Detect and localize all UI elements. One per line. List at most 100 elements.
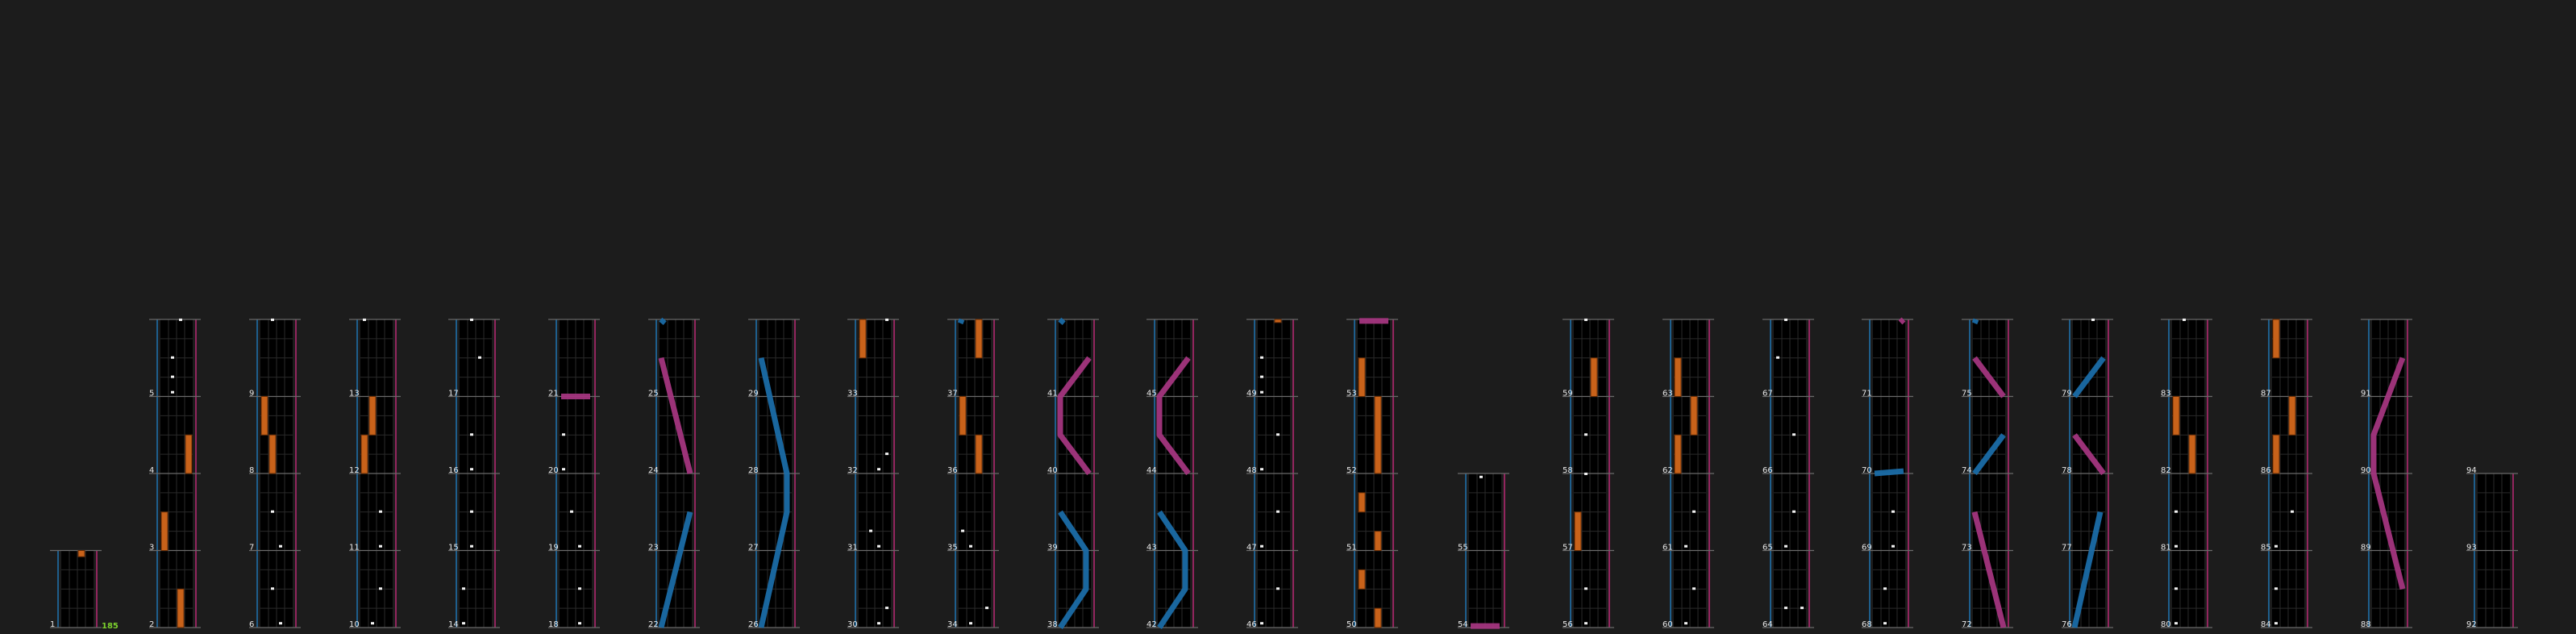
chip-note [1584,587,1588,590]
chip-note [1684,544,1688,548]
measure-number: 62 [1663,466,1673,475]
measure-number: 61 [1663,544,1673,553]
measure-number: 34 [947,620,958,629]
measure-number: 12 [349,466,360,475]
chip-note [1784,318,1787,321]
measure-number: 40 [1047,466,1058,475]
right-laser [1898,317,1906,325]
chip-note [470,468,473,471]
chip-note [1800,607,1804,610]
measure-number: 18 [548,620,559,629]
measure-number: 16 [448,466,459,475]
measure-number: 77 [2062,544,2072,553]
measure-number: 55 [1458,544,1468,553]
chip-note [1684,622,1688,625]
hold-note [1374,396,1382,474]
left-laser [1157,510,1188,629]
measure-number: 66 [1762,466,1773,475]
hold-note [160,511,169,551]
measure-number: 37 [947,390,958,398]
left-laser [2071,511,2104,628]
chip-note [1692,587,1696,590]
hold-note [185,434,193,474]
chip-note [1260,375,1263,378]
chip-note [885,318,888,321]
hold-note [1590,357,1598,397]
measure-number: 25 [648,390,659,398]
right-laser [1057,356,1092,476]
chip-note [869,529,872,532]
hold-note [2188,434,2196,474]
measure-number: 92 [2466,620,2477,629]
measure-number: 10 [349,620,360,629]
left-laser [2072,356,2106,398]
chip-note [1776,356,1779,359]
measure-number: 26 [748,620,759,629]
chip-note [1479,475,1483,478]
chip-note [1260,544,1263,548]
chip-note [2274,587,2278,590]
chip-note [171,375,174,378]
measure-number: 49 [1246,390,1257,398]
measure-number: 3 [149,544,154,553]
chip-note [1891,544,1895,548]
chip-note [171,356,174,359]
chip-note [969,622,972,625]
measure-number: 58 [1563,466,1573,475]
hold-note [1374,607,1382,628]
measure-number: 83 [2161,390,2171,398]
measure-number: 81 [2161,544,2171,553]
chip-note [1584,622,1588,625]
measure-number: 19 [548,544,559,553]
hold-note [1358,492,1366,513]
measure-number: 4 [149,466,154,475]
measure-number: 32 [847,466,858,475]
hold-note [2288,396,2296,436]
left-laser [1058,317,1066,326]
measure-number: 54 [1458,620,1468,629]
measure-number: 80 [2161,620,2171,629]
measure-number: 87 [2261,390,2271,398]
hold-note [77,550,85,557]
chip-note [470,544,473,548]
chip-note [470,510,473,513]
measure-number: 94 [2466,466,2477,475]
measure-number: 68 [1862,620,1872,629]
measure-number: 30 [847,620,858,629]
chip-note [1891,510,1895,513]
right-laser [2072,433,2106,476]
chip-note [885,453,888,456]
measure-number: 38 [1047,620,1058,629]
chip-note [1584,318,1588,321]
measure-number: 76 [2062,620,2072,629]
hold-note [1358,569,1366,590]
left-laser [1971,318,1979,325]
measure-number: 21 [548,390,559,398]
chip-note [1276,510,1280,513]
chip-note [279,544,282,548]
left-laser [758,357,790,628]
measure-number: 7 [249,544,254,553]
chip-note [877,468,880,471]
chip-note [271,587,274,590]
chip-note [2174,622,2178,625]
measure-number: 6 [249,620,254,629]
chip-note [2183,318,2186,321]
measure-number: 79 [2062,390,2072,398]
hold-note [1358,357,1366,397]
measure-number: 74 [1962,466,1972,475]
measure-number: 15 [448,544,459,553]
measure-number: 69 [1862,544,1872,553]
chip-note [2291,510,2294,513]
measure-number: 17 [448,390,459,398]
measure-number: 65 [1762,544,1773,553]
right-laser [1972,356,2006,398]
chip-note [470,433,473,436]
measure-number: 78 [2062,466,2072,475]
measure-number: 51 [1346,544,1357,553]
measure-number: 47 [1246,544,1257,553]
measure-number: 27 [748,544,759,553]
measure-number: 90 [2361,466,2371,475]
chip-note [1260,468,1263,471]
